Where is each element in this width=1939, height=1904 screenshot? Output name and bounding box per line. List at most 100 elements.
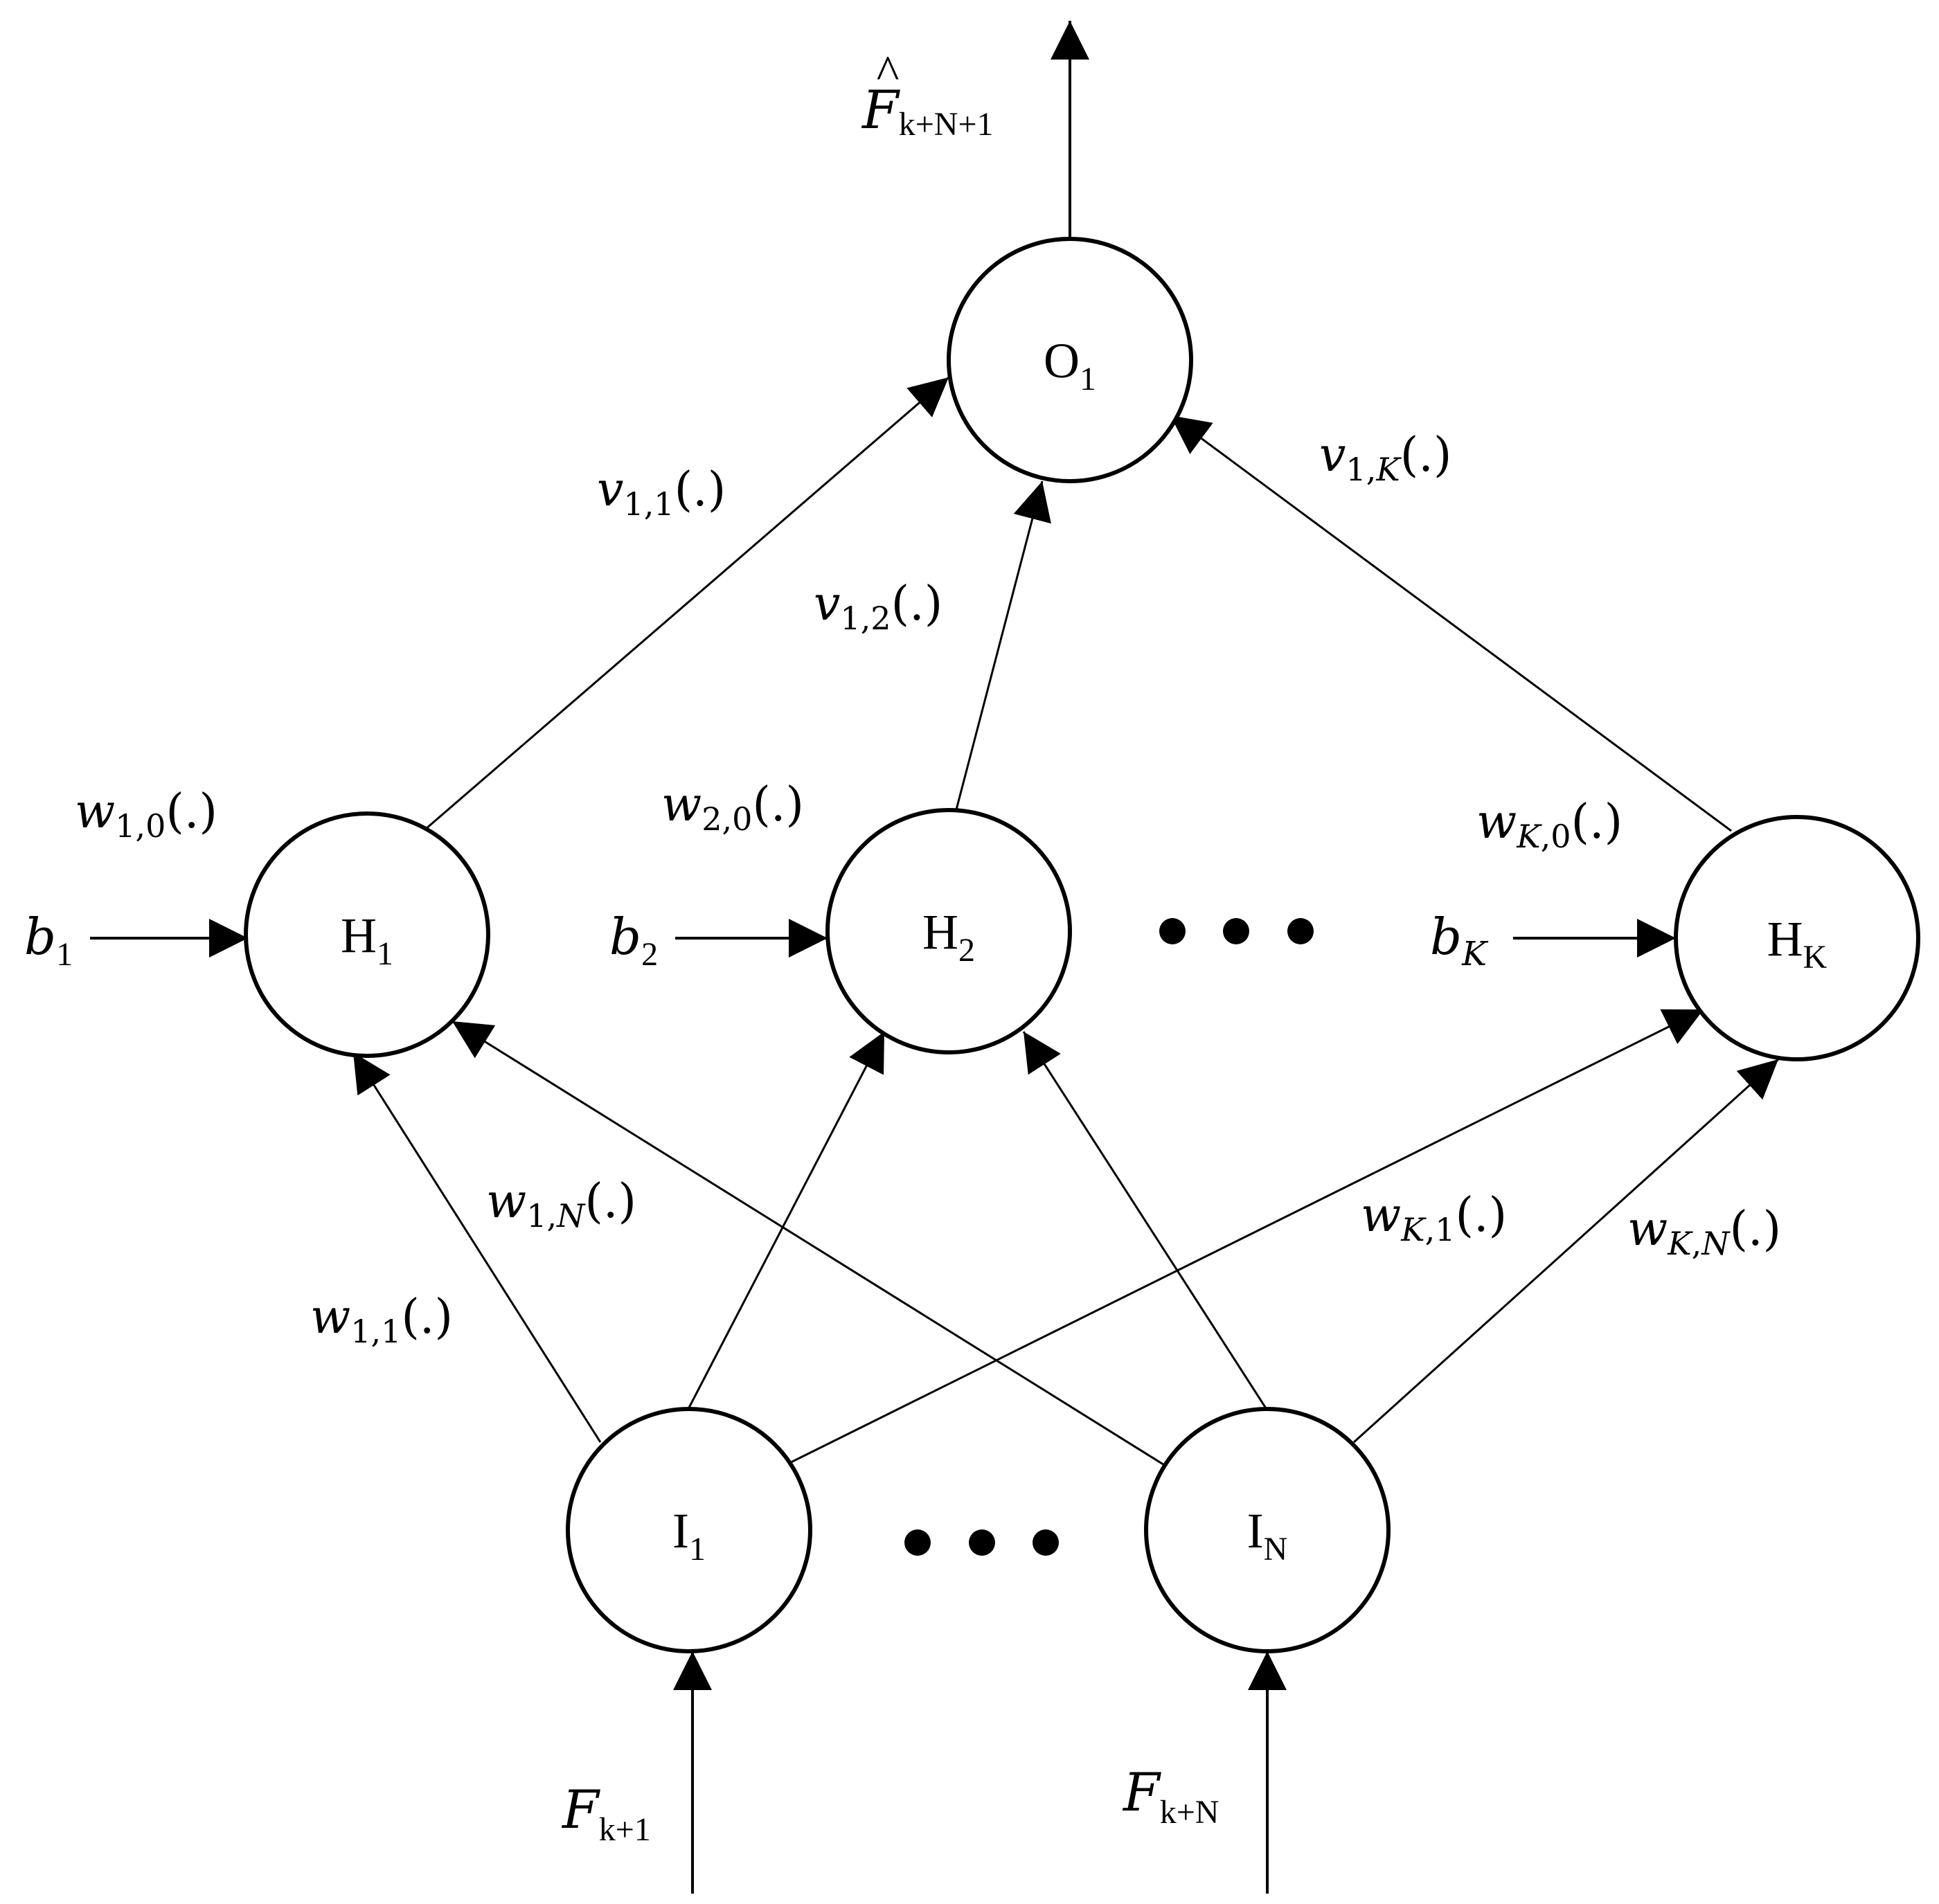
bias-1-sub: 1 <box>56 936 73 973</box>
weight-w1n-base: w <box>486 1174 526 1229</box>
weight-wkn-sub-it: K <box>1667 1225 1693 1262</box>
edge-i1-h2 <box>688 1031 886 1408</box>
weight-v11-sub: 1,1 <box>623 485 674 523</box>
weight-w10-base: w <box>75 784 115 839</box>
weight-label-w20: w2,0(.) <box>661 778 804 838</box>
weight-wk0-sub-post: ,0 <box>1541 818 1571 855</box>
node-i1-sub: 1 <box>689 1531 706 1568</box>
node-h2-sub: 2 <box>958 932 975 969</box>
weight-label-v1k: v1,K(.) <box>1319 428 1451 488</box>
node-h1: H1 <box>244 811 490 1058</box>
weight-w10-sub: 1,0 <box>115 807 166 845</box>
weight-wkn-sub-it2: N <box>1701 1225 1731 1262</box>
weight-w1n-arg: (.) <box>584 1174 636 1229</box>
weight-v1k-arg: (.) <box>1400 428 1452 483</box>
weight-wkn-base: w <box>1627 1202 1668 1257</box>
node-h1-name: H <box>341 908 377 963</box>
weight-v11-arg: (.) <box>674 462 726 517</box>
input-signal-label-n: Fk+N <box>1122 1761 1219 1831</box>
edge-hk-o1 <box>1170 414 1732 832</box>
bias-2-base: b <box>609 908 641 966</box>
bias-label-2: b2 <box>609 908 658 973</box>
weight-w1n-sub-pre: 1, <box>526 1197 557 1234</box>
node-i1-name: I <box>672 1503 689 1559</box>
weight-v1k-sub-it: K <box>1375 451 1402 488</box>
weight-v12-arg: (.) <box>891 577 943 631</box>
weight-w11-base: w <box>310 1290 350 1345</box>
output-signal-sub: k+N+1 <box>899 106 994 143</box>
node-i1: I1 <box>566 1407 812 1653</box>
weight-w20-arg: (.) <box>752 778 804 832</box>
svg-text:H2: H2 <box>922 904 975 969</box>
node-hk-name: H <box>1767 911 1803 967</box>
edge-h1-o1 <box>425 376 949 830</box>
weight-wkn-arg: (.) <box>1729 1202 1781 1257</box>
weight-label-w11: w1,1(.) <box>310 1290 453 1350</box>
bias-1-base: b <box>24 908 56 966</box>
input-signal-n-sub: k+N <box>1160 1794 1219 1831</box>
node-hk-sub: K <box>1803 939 1828 976</box>
weight-v1k-base: v <box>1319 428 1346 483</box>
input-signal-n-base: F <box>1122 1761 1161 1823</box>
weight-label-wk1: wK,1(.) <box>1361 1188 1507 1248</box>
node-in: IN <box>1144 1407 1391 1653</box>
node-o1-sub: 1 <box>1080 361 1096 397</box>
input-ellipsis <box>904 1529 1059 1556</box>
node-h2-name: H <box>922 904 958 960</box>
hidden-ellipsis <box>1159 918 1314 944</box>
edge-in-h1 <box>452 1020 1166 1467</box>
weight-label-v11: v1,1(.) <box>597 462 726 523</box>
weight-v1k-sub-pre: 1, <box>1346 451 1376 488</box>
svg-text:I1: I1 <box>672 1503 706 1568</box>
weight-v12-base: v <box>814 577 840 631</box>
weight-w1n-sub-it: N <box>556 1197 586 1234</box>
output-signal-label: Fk+N+1 <box>861 79 994 143</box>
weight-wk1-sub-post: ,1 <box>1425 1211 1456 1248</box>
weight-wk0-base: w <box>1476 795 1517 850</box>
weight-wk1-arg: (.) <box>1455 1188 1507 1243</box>
output-signal-base: F <box>861 79 900 141</box>
weight-wk0-sub-it: K <box>1516 818 1542 855</box>
svg-text:O1: O1 <box>1044 333 1096 397</box>
edge-i1-hk <box>782 1008 1704 1468</box>
weight-label-wkn: wK,N(.) <box>1627 1202 1781 1262</box>
weight-w10-arg: (.) <box>166 784 217 839</box>
weight-w11-sub: 1,1 <box>350 1313 401 1350</box>
bias-k-sub: K <box>1461 935 1489 973</box>
node-o1: O1 <box>947 237 1193 483</box>
svg-text:IN: IN <box>1247 1503 1288 1568</box>
bias-k-base: b <box>1430 908 1462 966</box>
weight-w20-sub: 2,0 <box>702 800 752 838</box>
bias-label-k: bK <box>1430 908 1489 973</box>
weight-w11-arg: (.) <box>401 1290 453 1345</box>
weight-label-w10: w1,0(.) <box>75 784 217 845</box>
output-signal-hat: ^ <box>877 46 900 100</box>
edge-h2-o1 <box>954 481 1051 813</box>
svg-text:HK: HK <box>1767 911 1828 976</box>
node-h2: H2 <box>825 808 1072 1054</box>
weight-wk0-arg: (.) <box>1571 795 1623 850</box>
node-in-name: I <box>1247 1503 1264 1559</box>
input-signal-label-1: Fk+1 <box>561 1779 651 1848</box>
weight-wkn-sub-mid: , <box>1692 1225 1702 1262</box>
weight-wk1-sub-it: K <box>1400 1211 1427 1248</box>
edge-in-h2 <box>1022 1031 1269 1411</box>
edge-i1-h1 <box>352 1052 602 1443</box>
weight-v11-base: v <box>597 462 623 517</box>
weight-wk1-base: w <box>1361 1188 1401 1243</box>
bias-2-sub: 2 <box>641 936 658 973</box>
bias-label-1: b1 <box>24 908 73 973</box>
node-hk: HK <box>1674 815 1920 1061</box>
weight-v12-sub: 1,2 <box>840 600 891 637</box>
input-signal-1-base: F <box>561 1779 600 1840</box>
weight-label-w1n: w1,N(.) <box>486 1174 636 1234</box>
node-h1-sub: 1 <box>377 935 393 972</box>
weight-label-v12: v1,2(.) <box>814 577 942 637</box>
edge-in-hk <box>1352 1058 1780 1444</box>
svg-text:H1: H1 <box>341 908 393 972</box>
input-signal-1-sub: k+1 <box>599 1811 651 1848</box>
weight-w20-base: w <box>661 778 702 832</box>
node-in-sub: N <box>1264 1531 1288 1568</box>
weight-label-wk0: wK,0(.) <box>1476 795 1623 855</box>
